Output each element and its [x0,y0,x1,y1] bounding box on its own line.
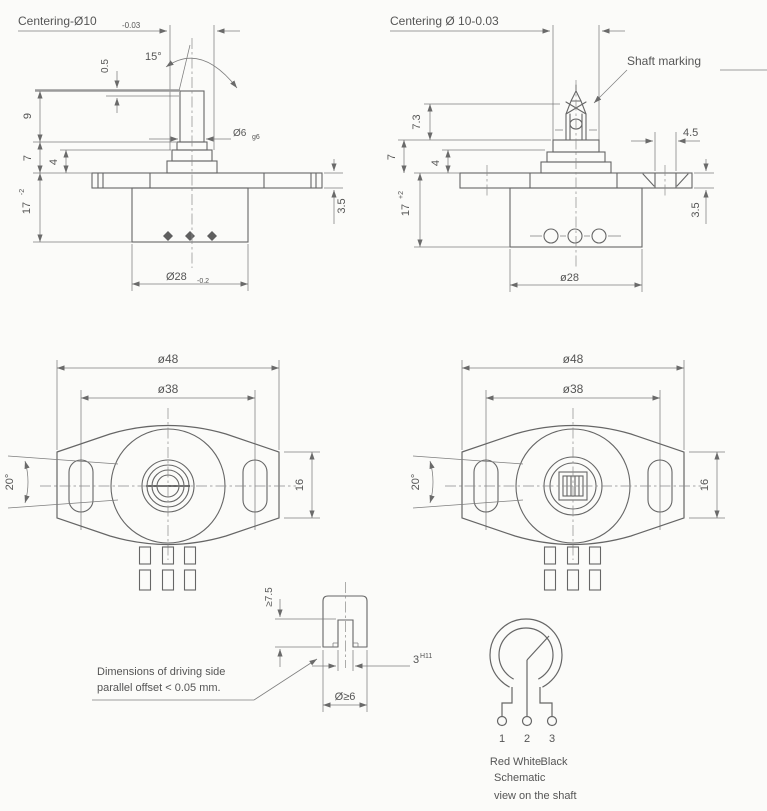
cap-surface-lines [35,89,179,97]
dim-label-3-5: 3.5 [336,198,348,213]
dim-shaft-dia: Ø≥6 [322,650,368,712]
pin-number-2: 2 [524,733,530,745]
top-view-right: ø48 ø38 [410,352,725,591]
terminal-1 [496,715,508,727]
dim-label-d6min: Ø≥6 [335,691,356,703]
dim-label-4: 4 [430,160,442,166]
centering-dimension [390,25,625,150]
wire-color-red: Red [490,756,510,768]
dim-label-d38: ø38 [158,382,179,396]
dim-7: 7 [386,139,551,173]
dim-label-d48: ø48 [158,352,179,366]
dim-4-5: 4.5 [631,127,700,171]
pin [207,231,217,241]
dim-label-7: 7 [386,154,398,160]
dim-label-9: 9 [22,113,34,119]
centering-label: Centering Ø 10-0.03 [390,14,499,28]
dim-label-3-5: 3.5 [690,202,702,217]
detail-geometry [322,595,368,648]
dim-slot-depth: ≥7.5 [264,587,336,667]
terminal-pins [543,546,602,591]
shaft-marking-geometry [555,84,597,141]
dim-7-3: 7.3 [411,103,560,140]
wire-color-white: White [513,756,541,768]
dim-label-d28: ø28 [560,272,579,284]
angle-15-dimension: 15° [145,44,238,92]
dim-label-4: 4 [48,159,60,165]
dim-label-17-tol: +2 [398,191,405,199]
dim-17: 17 -2 [19,172,132,243]
dim-4: 4 [430,149,545,173]
wiper-arm [526,635,550,661]
wire-color-black: Black [541,756,568,768]
dim-4: 4 [48,149,171,173]
side-view-left: Centering-Ø10 -0.03 15° 0.5 [18,14,348,291]
dim-label-d48: ø48 [563,352,584,366]
dim-3-5: 3.5 [690,159,714,224]
dim-3-5: 3.5 [324,159,348,224]
pin-number-1: 1 [499,733,505,745]
shaft-detail-view: ≥7.5 3 H11 Ø≥6 Dimensions of driving sid… [92,582,432,712]
note-line2: parallel offset < 0.05 mm. [97,682,221,694]
dim-16: 16 [284,451,320,519]
dim-7: 7 [22,142,43,173]
pin-number-3: 3 [549,733,555,745]
flange-geometry [91,172,323,189]
dim-label-17-tol: -2 [19,189,26,195]
dim-16: 16 [689,451,725,519]
dim-label-7-3: 7.3 [411,114,423,129]
wiring-schematic: 1 2 3 Red White Black Schematic view on … [489,618,577,802]
dim-label-depth: ≥7.5 [264,587,275,607]
dim-label-20deg: 20° [4,474,16,491]
dim-d38: ø38 [485,382,661,530]
note-line1: Dimensions of driving side [97,666,225,678]
dim-label-d38: ø38 [563,382,584,396]
dim-0-5: 0.5 [100,59,120,113]
dim-label-20deg: 20° [410,474,422,491]
dim-body-diameter: Ø28 -0.2 [131,244,249,291]
body-geometry [131,187,249,243]
dim-label-16: 16 [699,479,711,491]
potentiometer-symbol [489,618,563,727]
dim-label-16: 16 [294,479,306,491]
centering-tolerance: -0.03 [122,21,141,30]
centering-dimension [18,25,240,150]
dim-label-4-5: 4.5 [683,127,698,139]
shaft-marking-callout: Shaft marking [593,54,767,104]
dim-body-diameter: ø28 [509,249,643,292]
schematic-caption-2: view on the shaft [494,790,577,802]
dim-20deg: 20° [410,455,524,509]
dim-label-7: 7 [22,155,34,161]
dim-d48: ø48 [56,352,280,450]
dim-9: 9 [22,91,176,143]
dim-label-d28-tol: -0.2 [197,278,209,285]
dim-label-17: 17 [21,202,33,214]
dim-label-d6-fit: g6 [252,134,260,141]
terminal-pins [138,546,197,591]
pin [163,231,173,241]
schematic-caption-1: Schematic [494,772,546,784]
dim-label-15deg: 15° [145,51,162,63]
dim-slot-width: 3 H11 [312,650,432,671]
dim-label-3-fit: H11 [420,653,432,660]
pin [185,231,195,241]
dim-label-d28: Ø28 [166,271,187,283]
dim-17: 17 +2 [398,172,510,248]
note-callout: Dimensions of driving side parallel offs… [92,658,318,701]
dim-20deg: 20° [4,455,119,509]
terminal-2 [521,715,533,727]
shaft-marking-label: Shaft marking [627,54,701,68]
dim-label-3: 3 [413,654,419,666]
dim-label-0-5: 0.5 [100,59,111,73]
side-view-right: Centering Ø 10-0.03 Shaft marking [386,14,767,292]
top-view-left: ø48 ø38 [4,352,320,591]
terminal-3 [546,715,558,727]
dim-d48: ø48 [461,352,685,450]
dim-shaft-diameter: Ø6 g6 [149,128,260,142]
dim-label-17: 17 [400,204,412,216]
dim-label-d6: Ø6 [233,128,247,139]
centering-label: Centering-Ø10 [18,14,97,28]
